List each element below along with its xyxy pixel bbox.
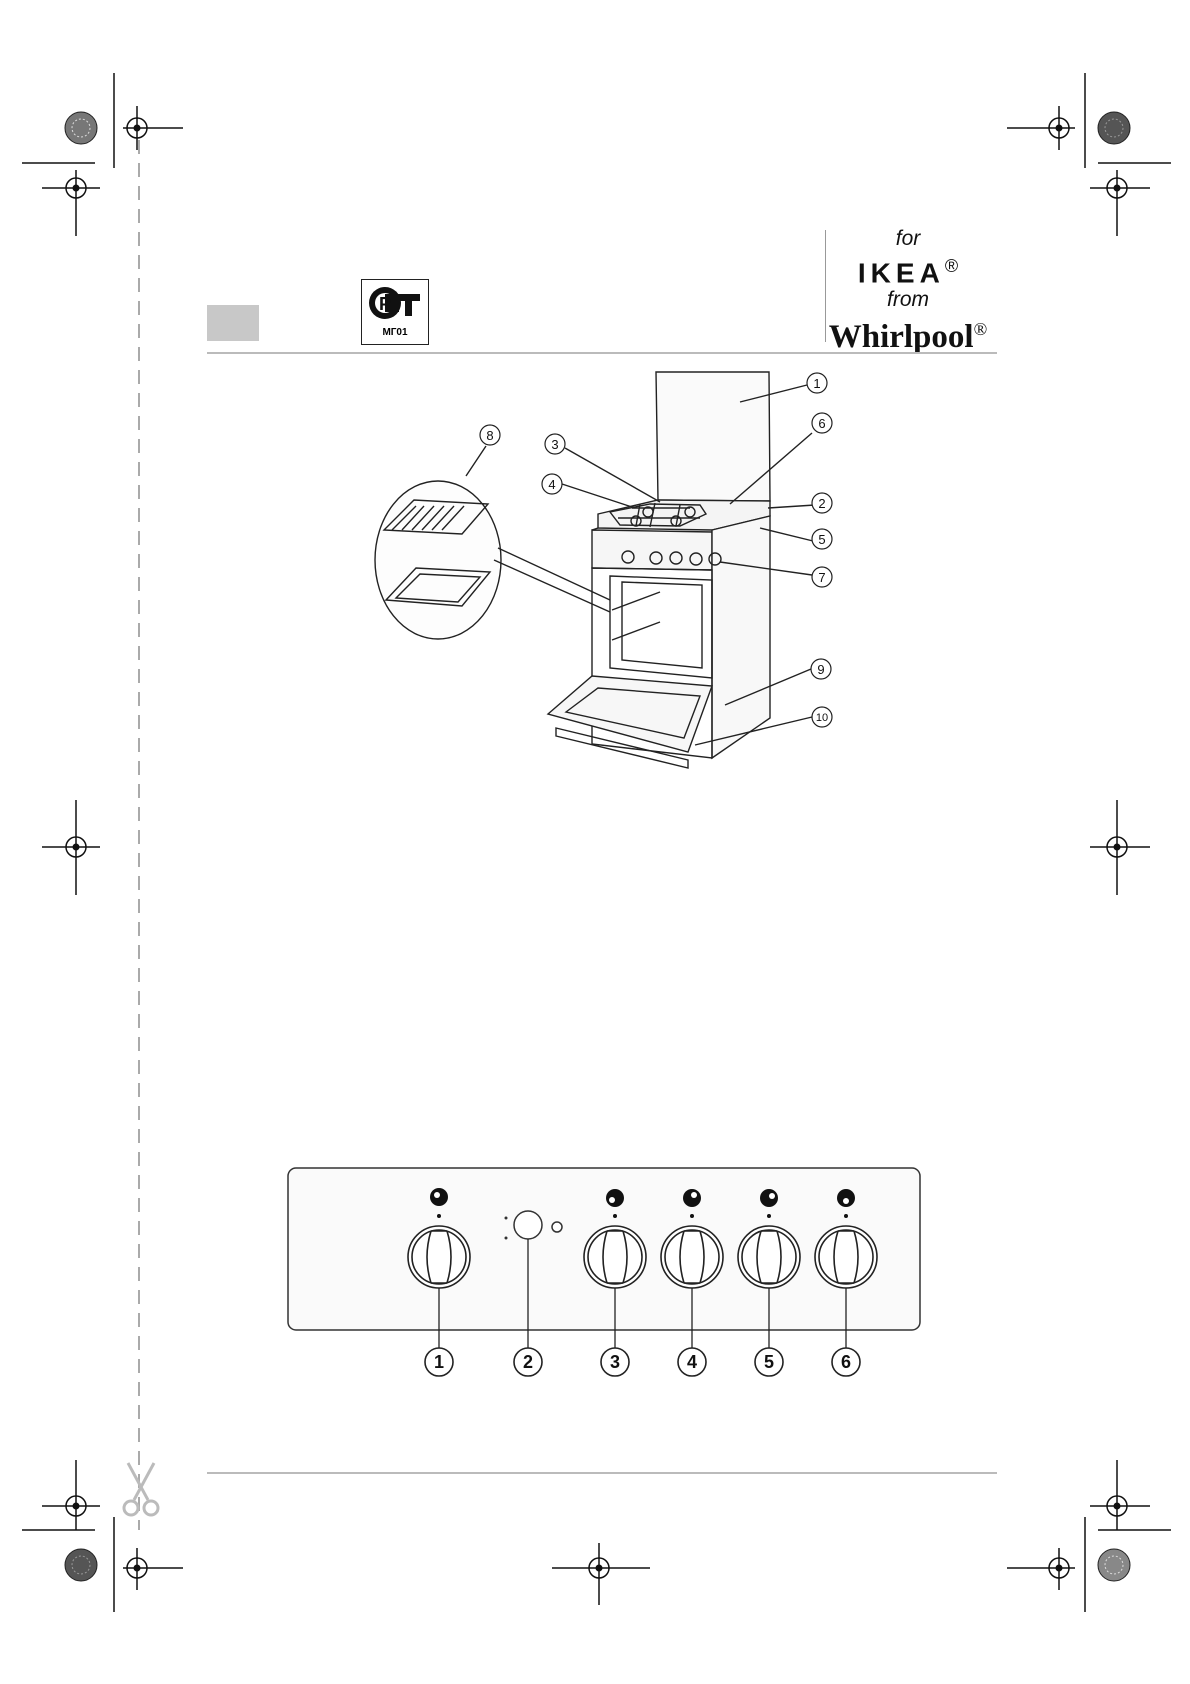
callout-1-circle [806,372,828,394]
brand-whirlpool: Whirlpool [828,319,974,356]
header-rule [207,352,997,354]
callout-5-circle [811,528,833,550]
ignition-button [513,1210,543,1240]
burner-knob-5 [737,1225,801,1289]
brand-divider [825,230,826,342]
burner-knob-4 [660,1225,724,1289]
panel-label-1: 1 [434,1352,444,1372]
burner-symbol-icon [606,1189,624,1207]
brand-for: for [895,227,921,250]
brand-whirlpool-mark: ® [973,319,988,340]
callout-5: 5 [818,532,825,547]
brand-from: from [887,288,929,312]
callout-4: 4 [548,477,555,492]
callout-1: 1 [813,376,820,391]
callout-8-circle [479,424,501,446]
brand-logo: for IKEA® from Whirlpool® [818,227,998,356]
callout-8: 8 [486,428,493,443]
burner-knob-3 [583,1225,647,1289]
callout-4-circle [541,473,563,495]
brand-ikea: IKEA [857,257,945,289]
footer-rule [207,1472,997,1474]
callout-7-circle [811,566,833,588]
certification-mark: Р МГ01 [361,279,429,345]
callout-3-circle [544,433,566,455]
burner-symbol-icon [683,1189,701,1207]
panel-label-6: 6 [841,1352,851,1372]
certification-code: МГ01 [382,327,408,338]
oven-knob [407,1225,471,1289]
callout-9: 9 [817,662,824,677]
callout-10-circle [811,706,833,728]
callout-2: 2 [818,496,825,511]
panel-label-2: 2 [523,1352,533,1372]
rst-logo-icon: Р [369,287,420,319]
brand-ikea-mark: ® [944,256,959,276]
callout-7: 7 [818,570,825,585]
panel-label-3: 3 [610,1352,620,1372]
svg-text:Р: Р [379,294,391,314]
burner-symbol-icon [760,1189,778,1207]
panel-label-5: 5 [764,1352,774,1372]
callout-9-circle [810,658,832,680]
scissors-icon [122,1462,160,1517]
panel-label-4: 4 [687,1352,697,1372]
color-target-icon [64,111,1131,1582]
callout-6-circle [811,412,833,434]
burner-knob-6 [814,1225,878,1289]
callout-6: 6 [818,416,825,431]
callout-3: 3 [551,437,558,452]
language-tab [207,305,259,341]
callout-2-circle [811,492,833,514]
callout-10: 10 [816,712,828,724]
